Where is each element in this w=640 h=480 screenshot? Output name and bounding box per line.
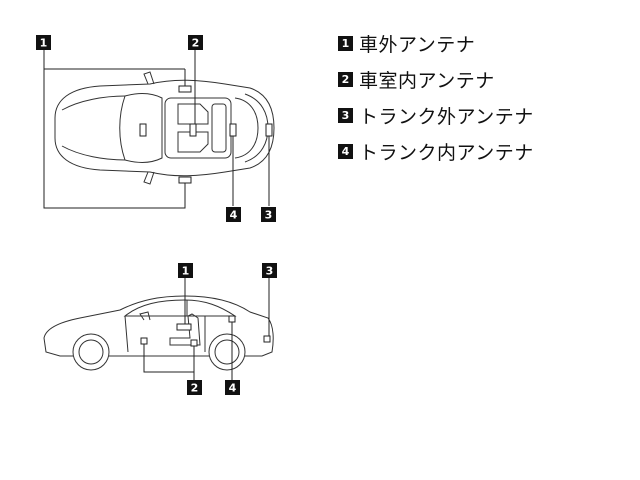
antenna-marker-side-exterior	[176, 323, 192, 331]
legend-item-trunk-exterior-antenna: 3 トランク外アンテナ	[338, 97, 628, 133]
legend-item-cabin-antenna: 2 車室内アンテナ	[338, 61, 628, 97]
svg-text:1: 1	[182, 265, 190, 278]
antenna-marker-side-trunk-outside	[263, 335, 271, 343]
car-side-rear-wheel	[208, 333, 246, 371]
legend-item-exterior-antenna: 1 車外アンテナ	[338, 25, 628, 61]
top-view-label-1: 1	[36, 35, 51, 50]
car-top-seat-right	[177, 131, 209, 153]
svg-text:4: 4	[229, 382, 237, 395]
svg-text:1: 1	[40, 37, 48, 50]
side-view-leader-lines	[143, 277, 270, 380]
antenna-marker-side-cabin-rear	[190, 339, 198, 347]
side-view-label-3: 3	[262, 263, 277, 278]
legend-label: トランク外アンテナ	[359, 105, 534, 128]
svg-text:2: 2	[192, 37, 200, 50]
side-view-label-2: 2	[187, 380, 202, 395]
car-side-front-wheel	[72, 333, 110, 371]
car-top-view	[54, 71, 275, 185]
svg-text:3: 3	[265, 209, 273, 222]
car-top-windshield	[119, 93, 163, 163]
antenna-marker-exterior-bottom	[178, 176, 192, 184]
side-view-label-4: 4	[225, 380, 240, 395]
car-top-body	[54, 79, 275, 177]
side-view-label-1: 1	[178, 263, 193, 278]
antenna-marker-trunk-inside	[229, 123, 237, 137]
top-view-label-4: 4	[226, 207, 241, 222]
legend-label: 車室内アンテナ	[359, 69, 495, 92]
legend-label: トランク内アンテナ	[359, 141, 534, 164]
antenna-legend: 1 車外アンテナ 2 車室内アンテナ 3 トランク外アンテナ 4 トランク内アン…	[338, 25, 628, 169]
legend-item-trunk-interior-antenna: 4 トランク内アンテナ	[338, 133, 628, 169]
top-view-leader-lines	[43, 48, 270, 209]
antenna-marker-cabin-front	[139, 123, 147, 137]
legend-label: 車外アンテナ	[359, 33, 476, 56]
svg-text:2: 2	[191, 382, 199, 395]
antenna-marker-exterior-top	[178, 85, 192, 93]
legend-number-badge: 4	[338, 143, 353, 159]
svg-text:4: 4	[230, 209, 238, 222]
svg-text:3: 3	[266, 265, 274, 278]
antenna-marker-trunk-outside	[265, 123, 273, 137]
antenna-marker-cabin-mid	[189, 123, 197, 137]
car-top-seat-left	[177, 103, 209, 125]
antenna-marker-side-trunk-inside	[228, 315, 236, 323]
car-side-seat	[169, 313, 201, 346]
legend-number-badge: 2	[338, 71, 353, 87]
top-view-label-2: 2	[188, 35, 203, 50]
car-side-view	[43, 295, 274, 371]
antenna-marker-side-cabin-front	[140, 337, 148, 345]
legend-number-badge: 3	[338, 107, 353, 123]
legend-number-badge: 1	[338, 35, 353, 51]
top-view-label-3: 3	[261, 207, 276, 222]
